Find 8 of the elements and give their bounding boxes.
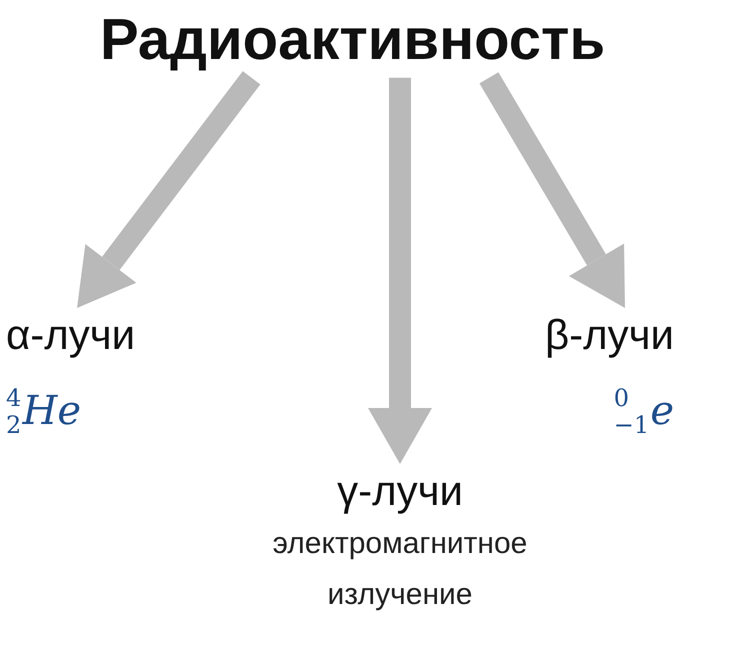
description-text: электромагнитное излучение bbox=[272, 526, 528, 614]
title: Радиоактивность bbox=[100, 8, 606, 72]
block-arrow bbox=[77, 71, 260, 308]
ray-label: β-лучи bbox=[545, 312, 674, 358]
block-arrow bbox=[479, 72, 625, 308]
ray-label: γ-лучи bbox=[337, 468, 463, 514]
ray-label: α-лучи bbox=[6, 312, 136, 358]
block-arrow bbox=[368, 78, 432, 464]
